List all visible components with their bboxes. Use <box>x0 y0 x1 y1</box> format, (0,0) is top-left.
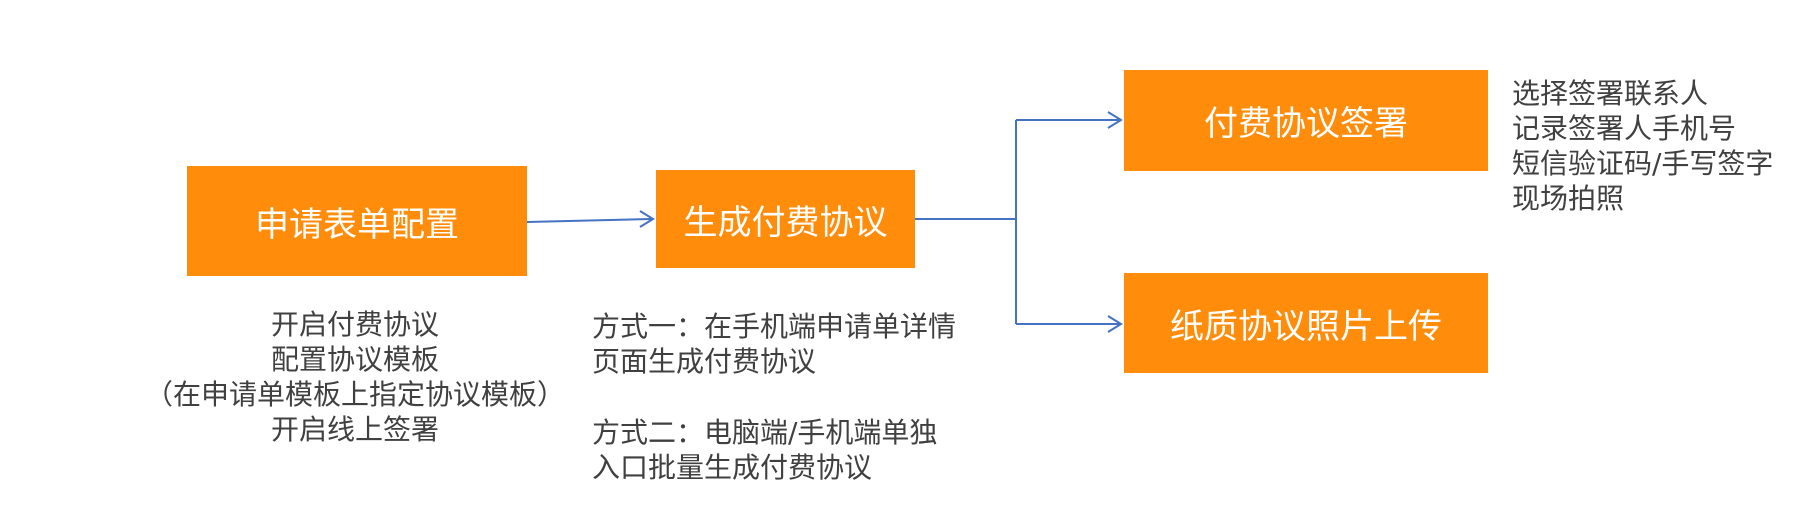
note-line: 方式二：电脑端/手机端单独 <box>592 416 938 449</box>
box-generate-agreement-label: 生成付费协议 <box>683 202 888 243</box>
box-form-config-label: 申请表单配置 <box>255 204 459 245</box>
arrowhead-sign <box>1107 111 1123 129</box>
note-line: 开启线上签署 <box>270 413 439 446</box>
box-generate-agreement: 生成付费协议 <box>656 170 915 268</box>
note-line: 选择签署联系人 <box>1512 77 1709 110</box>
box-form-config: 申请表单配置 <box>187 166 527 276</box>
arrow-config-to-generate <box>526 218 653 223</box>
note-generate-method-2: 方式二：电脑端/手机端单独 入口批量生成付费协议 <box>592 415 937 485</box>
note-line: 记录签署人手机号 <box>1512 112 1737 145</box>
box-paper-upload: 纸质协议照片上传 <box>1124 273 1488 373</box>
arrowhead-generate <box>639 210 655 228</box>
note-line: 入口批量生成付费协议 <box>592 451 873 484</box>
box-agreement-signing-label: 付费协议签署 <box>1204 104 1408 144</box>
note-form-config: 开启付费协议 配置协议模板 （在申请单模板上指定协议模板） 开启线上签署 <box>80 307 630 447</box>
note-line: 现场拍照 <box>1512 182 1625 215</box>
note-line: 方式一：在手机端申请单详情 <box>592 310 957 343</box>
note-line: （在申请单模板上指定协议模板） <box>144 378 565 411</box>
note-line: 页面生成付费协议 <box>592 345 817 378</box>
box-agreement-signing: 付费协议签署 <box>1124 70 1488 171</box>
note-line: 配置协议模板 <box>270 343 439 376</box>
note-signing-steps: 选择签署联系人 记录签署人手机号 短信验证码/手写签字 现场拍照 <box>1512 76 1773 216</box>
note-line: 开启付费协议 <box>270 308 439 341</box>
note-line: 短信验证码/手写签字 <box>1512 147 1774 180</box>
box-paper-upload-label: 纸质协议照片上传 <box>1170 306 1442 347</box>
arrowhead-upload <box>1107 315 1123 333</box>
note-generate-method-1: 方式一：在手机端申请单详情 页面生成付费协议 <box>592 309 956 379</box>
